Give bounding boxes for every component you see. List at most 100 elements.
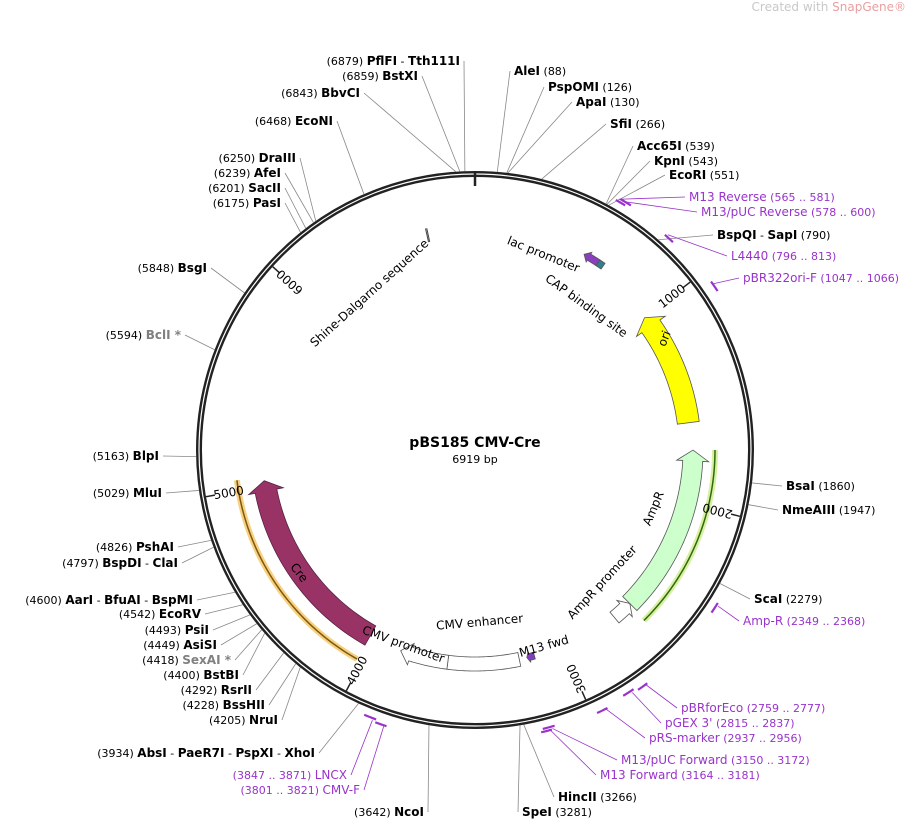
enzyme-site-label[interactable]: (6468) EcoNI [255, 114, 333, 128]
feature-cmv-enhancer[interactable] [446, 652, 522, 672]
enzyme-site-label[interactable]: (3934) AbsI - PaeR7I - PspXI - XhoI [97, 746, 315, 760]
paren: ) [138, 329, 146, 342]
primer-mark[interactable] [540, 728, 553, 734]
primer-mark[interactable] [619, 198, 632, 207]
primer-mark[interactable] [542, 724, 555, 730]
enzyme-site-label[interactable]: (5848) BsgI [138, 261, 207, 275]
enzyme-site-label[interactable]: (4493) PsiI [145, 623, 209, 637]
leader-line [717, 605, 740, 622]
paren: ( [25, 594, 29, 607]
enzyme-site-label[interactable]: (6879) PflFI - Tth111I [327, 54, 460, 68]
paren: ) [128, 541, 136, 554]
paren: ( [817, 272, 825, 285]
feature-cre[interactable] [247, 480, 377, 646]
feature-cap-binding-site[interactable] [595, 259, 606, 270]
leader-line [162, 455, 197, 458]
enzyme-site-label[interactable]: ScaI (2279) [754, 592, 822, 606]
enzyme-site-label[interactable]: (6175) PasI [213, 196, 281, 210]
primer-mark[interactable] [664, 233, 674, 243]
site-position: 6239 [218, 167, 246, 180]
paren: ( [783, 615, 791, 628]
enzyme-site-label[interactable]: NmeAIII (1947) [782, 503, 875, 517]
enzyme-site-label[interactable]: (4205) NruI [209, 713, 278, 727]
primer-mark[interactable] [615, 198, 626, 207]
primer-label[interactable]: pGEX 3' (2815 .. 2837) [665, 716, 795, 730]
primer-mark[interactable] [637, 682, 648, 691]
feature-ampr[interactable] [622, 449, 711, 612]
separator: - [274, 747, 285, 760]
enzyme-site-label[interactable]: (6859) BstXI [342, 69, 418, 83]
paren: ) [861, 615, 865, 628]
primer-label[interactable]: L4440 (796 .. 813) [731, 249, 836, 263]
enzyme-site-label[interactable]: (4542) EcoRV [119, 607, 202, 621]
enzyme-site-label[interactable]: HincII (3266) [558, 790, 637, 804]
enzyme-site-label[interactable]: EcoRI (551) [669, 168, 739, 182]
enzyme-site-label[interactable]: (6239) AfeI [214, 166, 281, 180]
primer-mark[interactable] [363, 713, 377, 721]
feature-cmv-promoter[interactable] [400, 642, 450, 670]
primer-mark[interactable] [374, 721, 387, 728]
primer-label[interactable]: M13 Forward (3164 .. 3181) [600, 768, 760, 782]
primer-label[interactable]: M13 Reverse (565 .. 581) [689, 190, 835, 204]
enzyme-site-label[interactable]: (5029) MluI [93, 486, 162, 500]
enzyme-site-label[interactable]: (4400) BstBI [163, 668, 239, 682]
enzyme-site-label[interactable]: AleI (88) [514, 64, 566, 78]
primer-mark[interactable] [622, 688, 635, 697]
paren: ) [125, 487, 133, 500]
feature-ori[interactable] [635, 315, 700, 425]
enzyme-site-label[interactable]: PspOMI (126) [548, 80, 632, 94]
enzyme-site-label[interactable]: (4797) BspDI - ClaI [62, 556, 178, 570]
enzyme-site-label[interactable]: KpnI (543) [654, 154, 718, 168]
enzyme-site-label[interactable]: BsaI (1860) [786, 479, 855, 493]
enzyme-site-label[interactable]: SpeI (3281) [522, 805, 592, 819]
feature-label: CMV promoter [360, 623, 446, 666]
paren: ( [808, 206, 816, 219]
primer-mark[interactable] [596, 706, 608, 715]
primer-mark[interactable] [710, 602, 719, 614]
feature-ampr-promoter[interactable] [609, 599, 633, 624]
primer-label[interactable]: Amp-R (2349 .. 2368) [743, 614, 865, 628]
enzyme-site-label[interactable]: (4418) SexAI * [142, 653, 232, 667]
paren: ( [354, 806, 358, 819]
primer-label[interactable]: M13/pUC Forward (3150 .. 3172) [621, 753, 810, 767]
enzyme-site-label[interactable]: (4449) AsiSI [143, 638, 217, 652]
cre-highlight-line-core [236, 480, 358, 660]
enzyme-site-label[interactable]: (6250) DraIII [219, 151, 296, 165]
enzyme-site-label[interactable]: ApaI (130) [576, 95, 640, 109]
enzyme-site-label[interactable]: (4292) RsrII [181, 683, 252, 697]
leader-line [284, 202, 301, 233]
primer-mark[interactable] [710, 280, 719, 292]
enzyme-site-label[interactable]: (4826) PshAI [96, 540, 174, 554]
enzyme-site-label[interactable]: (3642) NcoI [354, 805, 424, 819]
enzyme-site-label[interactable]: (4228) BssHII [183, 698, 266, 712]
primer-label[interactable]: M13/pUC Reverse (578 .. 600) [701, 205, 876, 219]
enzyme-site-label[interactable]: SfiI (266) [610, 117, 665, 131]
enzyme-site-label[interactable]: (6843) BbvCI [281, 86, 360, 100]
feature-label: CMV enhancer [436, 611, 524, 633]
paren: ( [606, 96, 614, 109]
primer-label[interactable]: (3801 .. 3821) CMV-F [240, 783, 360, 797]
primer-name: Amp-R [743, 614, 783, 628]
leader-line [196, 591, 236, 601]
enzyme-site-label[interactable]: BspQI - SapI (790) [717, 228, 830, 242]
enzyme-site-label[interactable]: (5163) BlpI [93, 449, 159, 463]
enzyme-site-label[interactable]: (5594) BclI * [106, 328, 182, 342]
enzyme-site-label[interactable]: (4600) AarI - BfuAI - BspMI [25, 593, 193, 607]
primer-label[interactable]: pBR322ori-F (1047 .. 1066) [743, 271, 899, 285]
primer-label[interactable]: pRS-marker (2937 .. 2956) [649, 731, 802, 745]
leader-line [427, 725, 430, 813]
feature-m13-fwd[interactable] [526, 651, 536, 663]
site-position: 1947 [843, 504, 871, 517]
paren: ( [706, 169, 714, 182]
enzyme-site-label[interactable]: (6201) SacII [208, 181, 281, 195]
leader-line [711, 277, 740, 285]
primer-name: pRS-marker [649, 731, 720, 745]
enzyme-site-label[interactable]: Acc65I (539) [637, 139, 715, 153]
paren: ) [562, 65, 566, 78]
primer-label[interactable]: (3847 .. 3871) LNCX [233, 768, 347, 782]
primer-label[interactable]: pBRforEco (2759 .. 2777) [681, 701, 825, 715]
paren: ) [174, 654, 182, 667]
separator: - [397, 55, 408, 68]
paren: ( [782, 593, 790, 606]
tick-mark [730, 513, 741, 518]
